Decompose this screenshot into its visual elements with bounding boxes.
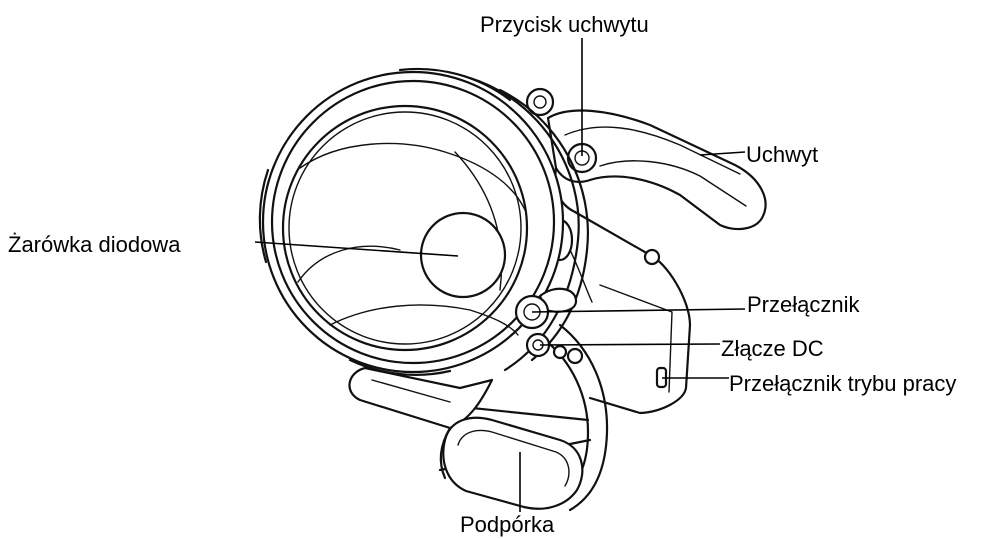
label-handle: Uchwyt <box>746 142 818 167</box>
label-switch: Przełącznik <box>747 292 860 317</box>
head-outer-rim <box>263 72 563 372</box>
lamp-body <box>565 212 690 413</box>
stand-grip <box>443 418 582 509</box>
label-led-bulb: Żarówka diodowa <box>8 232 181 257</box>
dc-screw-1 <box>554 346 566 358</box>
body-nub <box>645 250 659 264</box>
label-dc-connector: Złącze DC <box>721 336 824 361</box>
label-stand: Podpórka <box>460 512 555 537</box>
body-outline <box>590 255 690 413</box>
leader-dc-connector <box>540 344 720 345</box>
label-mode-switch: Przełącznik trybu pracy <box>729 371 956 396</box>
dc-screw-2 <box>568 349 582 363</box>
label-handle-button: Przycisk uchwytu <box>480 12 649 37</box>
